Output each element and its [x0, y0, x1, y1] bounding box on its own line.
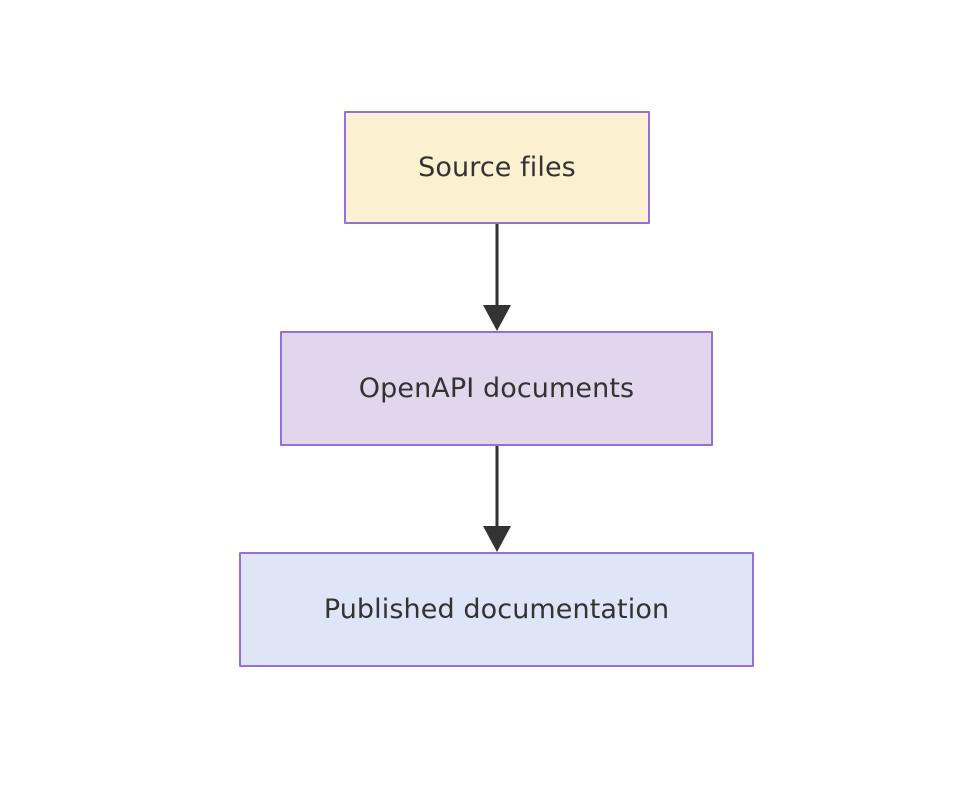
arrowhead-down-icon: [483, 305, 511, 331]
flow-node-label: Published documentation: [323, 593, 670, 625]
flow-node-label: OpenAPI documents: [358, 372, 635, 404]
arrowhead-down-icon: [483, 526, 511, 552]
edge-openapi-to-published: [483, 446, 511, 552]
edge-source-to-openapi: [483, 224, 511, 331]
flow-node-source-files[interactable]: Source files: [344, 111, 650, 224]
flow-node-openapi-documents[interactable]: OpenAPI documents: [280, 331, 713, 446]
flow-node-label: Source files: [418, 151, 576, 183]
flow-node-published-documentation[interactable]: Published documentation: [239, 552, 754, 667]
